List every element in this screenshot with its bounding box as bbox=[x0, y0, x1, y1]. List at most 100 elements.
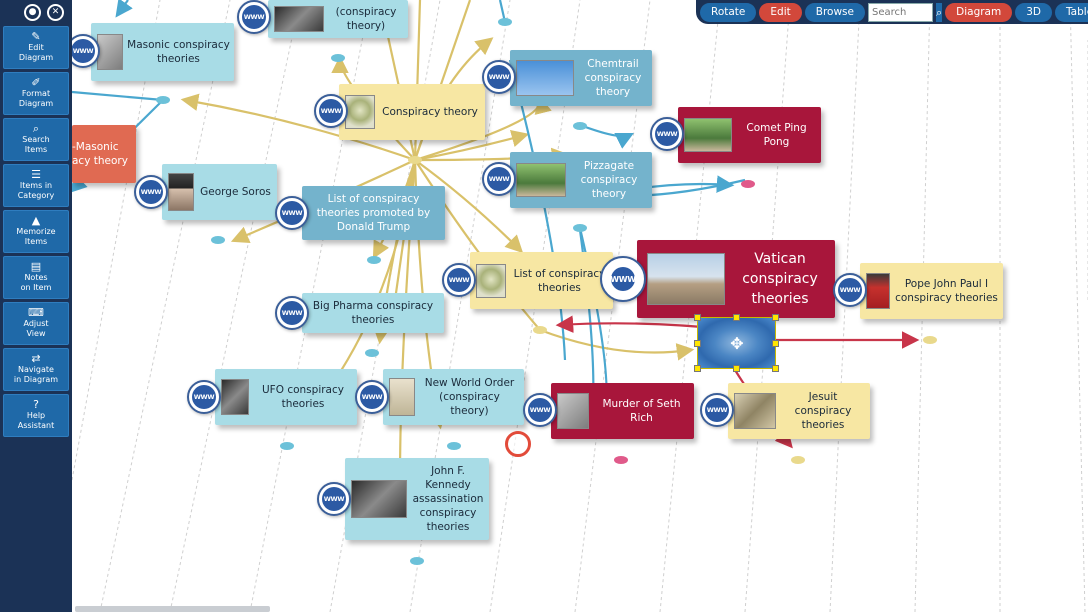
www-icon[interactable]: WWW bbox=[523, 393, 557, 427]
node-thumbnail bbox=[351, 480, 407, 518]
browse-button[interactable]: Browse bbox=[804, 2, 865, 22]
node-masonic-conspiracy-theories[interactable]: Masonic conspiracy theories bbox=[91, 23, 234, 81]
notes-icon: ▤ bbox=[30, 260, 42, 273]
selected-node-handle[interactable]: ✥ bbox=[694, 314, 779, 372]
www-icon[interactable]: WWW bbox=[314, 94, 348, 128]
www-icon[interactable]: WWW bbox=[275, 296, 309, 330]
close-icon[interactable]: ✕ bbox=[47, 3, 64, 21]
node-label: UFO conspiracy theories bbox=[262, 384, 344, 410]
diagram-button[interactable]: Diagram bbox=[945, 2, 1013, 22]
node-jesuit[interactable]: Jesuit conspiracy theories bbox=[728, 383, 870, 439]
sidebar-item-search-items[interactable]: ⌕ Search Items bbox=[3, 118, 69, 161]
sidebar-item-label: Items bbox=[24, 236, 48, 246]
www-icon[interactable]: WWW bbox=[275, 196, 309, 230]
target-icon[interactable]: ● bbox=[24, 3, 41, 21]
table-button[interactable]: Table bbox=[1055, 2, 1088, 22]
3d-button[interactable]: 3D bbox=[1015, 2, 1052, 22]
node-conspiracy-theory[interactable]: Conspiracy theory bbox=[339, 84, 485, 140]
sidebar-item-label: Help bbox=[26, 411, 46, 420]
node-label: Jesuit conspiracy theories bbox=[794, 391, 852, 431]
sidebar-item-help-assistant[interactable]: ? Help Assistant bbox=[3, 394, 69, 437]
sidebar-item-label: Category bbox=[17, 190, 55, 200]
horizontal-scrollbar[interactable] bbox=[75, 606, 270, 612]
node-conspiracy-theory-top[interactable]: (conspiracy theory) bbox=[268, 0, 408, 38]
node-thumbnail bbox=[476, 263, 506, 298]
node-ufo[interactable]: UFO conspiracy theories bbox=[215, 369, 357, 425]
sidebar-item-items-in-category[interactable]: ☰ Items in Category bbox=[3, 164, 69, 207]
resize-handle[interactable] bbox=[733, 365, 740, 372]
node-new-world-order[interactable]: New World Order (conspiracy theory) bbox=[383, 369, 524, 425]
edit-button[interactable]: Edit bbox=[759, 2, 802, 22]
sidebar-item-label: in Diagram bbox=[13, 374, 59, 384]
www-icon[interactable]: WWW bbox=[482, 162, 516, 196]
resize-handle[interactable] bbox=[772, 340, 779, 347]
node-george-soros[interactable]: George Soros bbox=[162, 164, 277, 220]
resize-handle[interactable] bbox=[772, 365, 779, 372]
sidebar-item-memorize-items[interactable]: ▲ Memorize Items bbox=[3, 210, 69, 253]
graduation-cap-icon: ▲ bbox=[31, 214, 41, 227]
sidebar-item-adjust-view[interactable]: ⌨ Adjust View bbox=[3, 302, 69, 345]
resize-handle[interactable] bbox=[772, 314, 779, 321]
move-icon[interactable]: ✥ bbox=[730, 334, 744, 353]
resize-handle[interactable] bbox=[694, 340, 701, 347]
node-label: New World Order (conspiracy theory) bbox=[424, 377, 515, 417]
node-label: Pope John Paul I conspiracy theories bbox=[895, 278, 998, 304]
www-icon[interactable]: WWW bbox=[650, 117, 684, 151]
www-icon[interactable]: WWW bbox=[442, 263, 476, 297]
www-icon[interactable]: WWW bbox=[700, 393, 734, 427]
node-thumbnail bbox=[516, 163, 566, 197]
node-label: (conspiracy theory) bbox=[335, 6, 397, 32]
rotate-button[interactable]: Rotate bbox=[700, 2, 757, 22]
node-anti-masonic-conspiracy-theory[interactable]: -Masonic acy theory bbox=[72, 125, 136, 183]
sidebar-item-edit-diagram[interactable]: ✎ Edit Diagram bbox=[3, 26, 69, 69]
sidebar-item-notes-on-item[interactable]: ▤ Notes on Item bbox=[3, 256, 69, 299]
node-list-of-conspiracy-theories[interactable]: List of conspiracy theories bbox=[470, 252, 613, 309]
sidebar-item-label: Memorize bbox=[16, 227, 56, 236]
node-thumbnail bbox=[516, 60, 574, 96]
node-thumbnail bbox=[647, 253, 725, 305]
search-icon[interactable]: ⌕ bbox=[935, 2, 943, 22]
node-label: Pizzagate conspiracy theory bbox=[580, 160, 638, 200]
sidebar-top: ● ✕ bbox=[0, 0, 72, 24]
sidebar-item-navigate-in-diagram[interactable]: ⇄ Navigate in Diagram bbox=[3, 348, 69, 391]
node-label: Comet Ping Pong bbox=[746, 122, 807, 148]
node-trump-conspiracy-list[interactable]: List of conspiracy theories promoted by … bbox=[302, 186, 445, 240]
www-icon[interactable]: WWW bbox=[134, 175, 168, 209]
www-icon[interactable]: WWW bbox=[482, 60, 516, 94]
shuffle-icon: ⇄ bbox=[31, 352, 41, 365]
sidebar-item-label: Adjust bbox=[23, 319, 49, 328]
node-pope-john-paul[interactable]: Pope John Paul I conspiracy theories bbox=[860, 263, 1003, 319]
www-icon[interactable]: WWW bbox=[237, 0, 271, 34]
sidebar-item-label: Search bbox=[22, 135, 50, 144]
node-vatican-conspiracy-theories[interactable]: Vatican conspiracy theories bbox=[637, 240, 835, 318]
www-icon[interactable]: WWW bbox=[600, 256, 646, 302]
pencil-icon: ✎ bbox=[31, 30, 41, 43]
node-comet-ping-pong[interactable]: Comet Ping Pong bbox=[678, 107, 821, 163]
sidebar-item-label: Assistant bbox=[17, 420, 55, 430]
node-pizzagate[interactable]: Pizzagate conspiracy theory bbox=[510, 152, 652, 208]
node-murder-of-seth-rich[interactable]: Murder of Seth Rich bbox=[551, 383, 694, 439]
search-input[interactable] bbox=[867, 2, 933, 22]
www-icon[interactable]: WWW bbox=[187, 380, 221, 414]
node-jfk-assassination[interactable]: John F. Kennedy assassination conspiracy… bbox=[345, 458, 489, 540]
node-thumbnail bbox=[97, 34, 123, 70]
resize-handle[interactable] bbox=[733, 314, 740, 321]
sidebar-item-label: View bbox=[26, 328, 46, 338]
sidebar-item-label: Edit bbox=[28, 43, 44, 52]
help-icon: ? bbox=[33, 398, 39, 411]
www-icon[interactable]: WWW bbox=[355, 380, 389, 414]
sidebar-item-format-diagram[interactable]: ✐ Format Diagram bbox=[3, 72, 69, 115]
node-big-pharma[interactable]: Big Pharma conspiracy theories bbox=[302, 293, 444, 333]
brush-icon: ✐ bbox=[31, 76, 41, 89]
node-chemtrail[interactable]: Chemtrail conspiracy theory bbox=[510, 50, 652, 106]
resize-handle[interactable] bbox=[694, 314, 701, 321]
node-thumbnail bbox=[734, 393, 776, 429]
resize-handle[interactable] bbox=[694, 365, 701, 372]
sidebar-item-label: Notes bbox=[24, 273, 48, 282]
node-label: List of conspiracy theories promoted by … bbox=[316, 193, 431, 233]
www-icon[interactable]: WWW bbox=[833, 273, 867, 307]
node-label: Chemtrail conspiracy theory bbox=[584, 58, 642, 98]
www-icon[interactable]: WWW bbox=[317, 482, 351, 516]
node-label: List of conspiracy theories bbox=[513, 267, 606, 294]
